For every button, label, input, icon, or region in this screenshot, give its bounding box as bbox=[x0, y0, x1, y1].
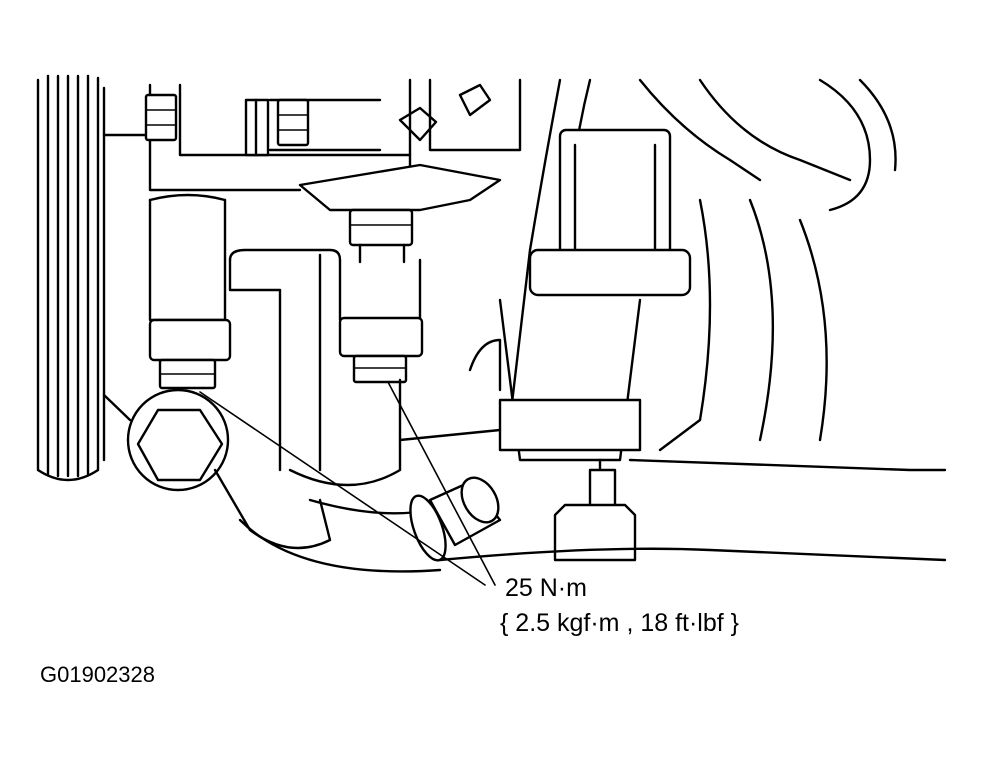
hoses-right bbox=[468, 78, 897, 562]
torque-value-label: 25 N·m bbox=[505, 574, 587, 602]
figure-id-label: G01902328 bbox=[40, 662, 155, 687]
pulley bbox=[36, 74, 106, 482]
body-panel bbox=[398, 428, 947, 562]
hex-fitting bbox=[102, 388, 332, 550]
hose-fitting bbox=[238, 476, 502, 573]
callout-leader-lines bbox=[199, 381, 496, 586]
upper-housing bbox=[102, 78, 522, 192]
pipe-assembly bbox=[148, 193, 424, 487]
top-bolts bbox=[144, 93, 310, 157]
torque-conversion-label: { 2.5 kgf·m , 18 ft·lbf } bbox=[500, 609, 740, 637]
mounting-plate bbox=[298, 163, 502, 264]
